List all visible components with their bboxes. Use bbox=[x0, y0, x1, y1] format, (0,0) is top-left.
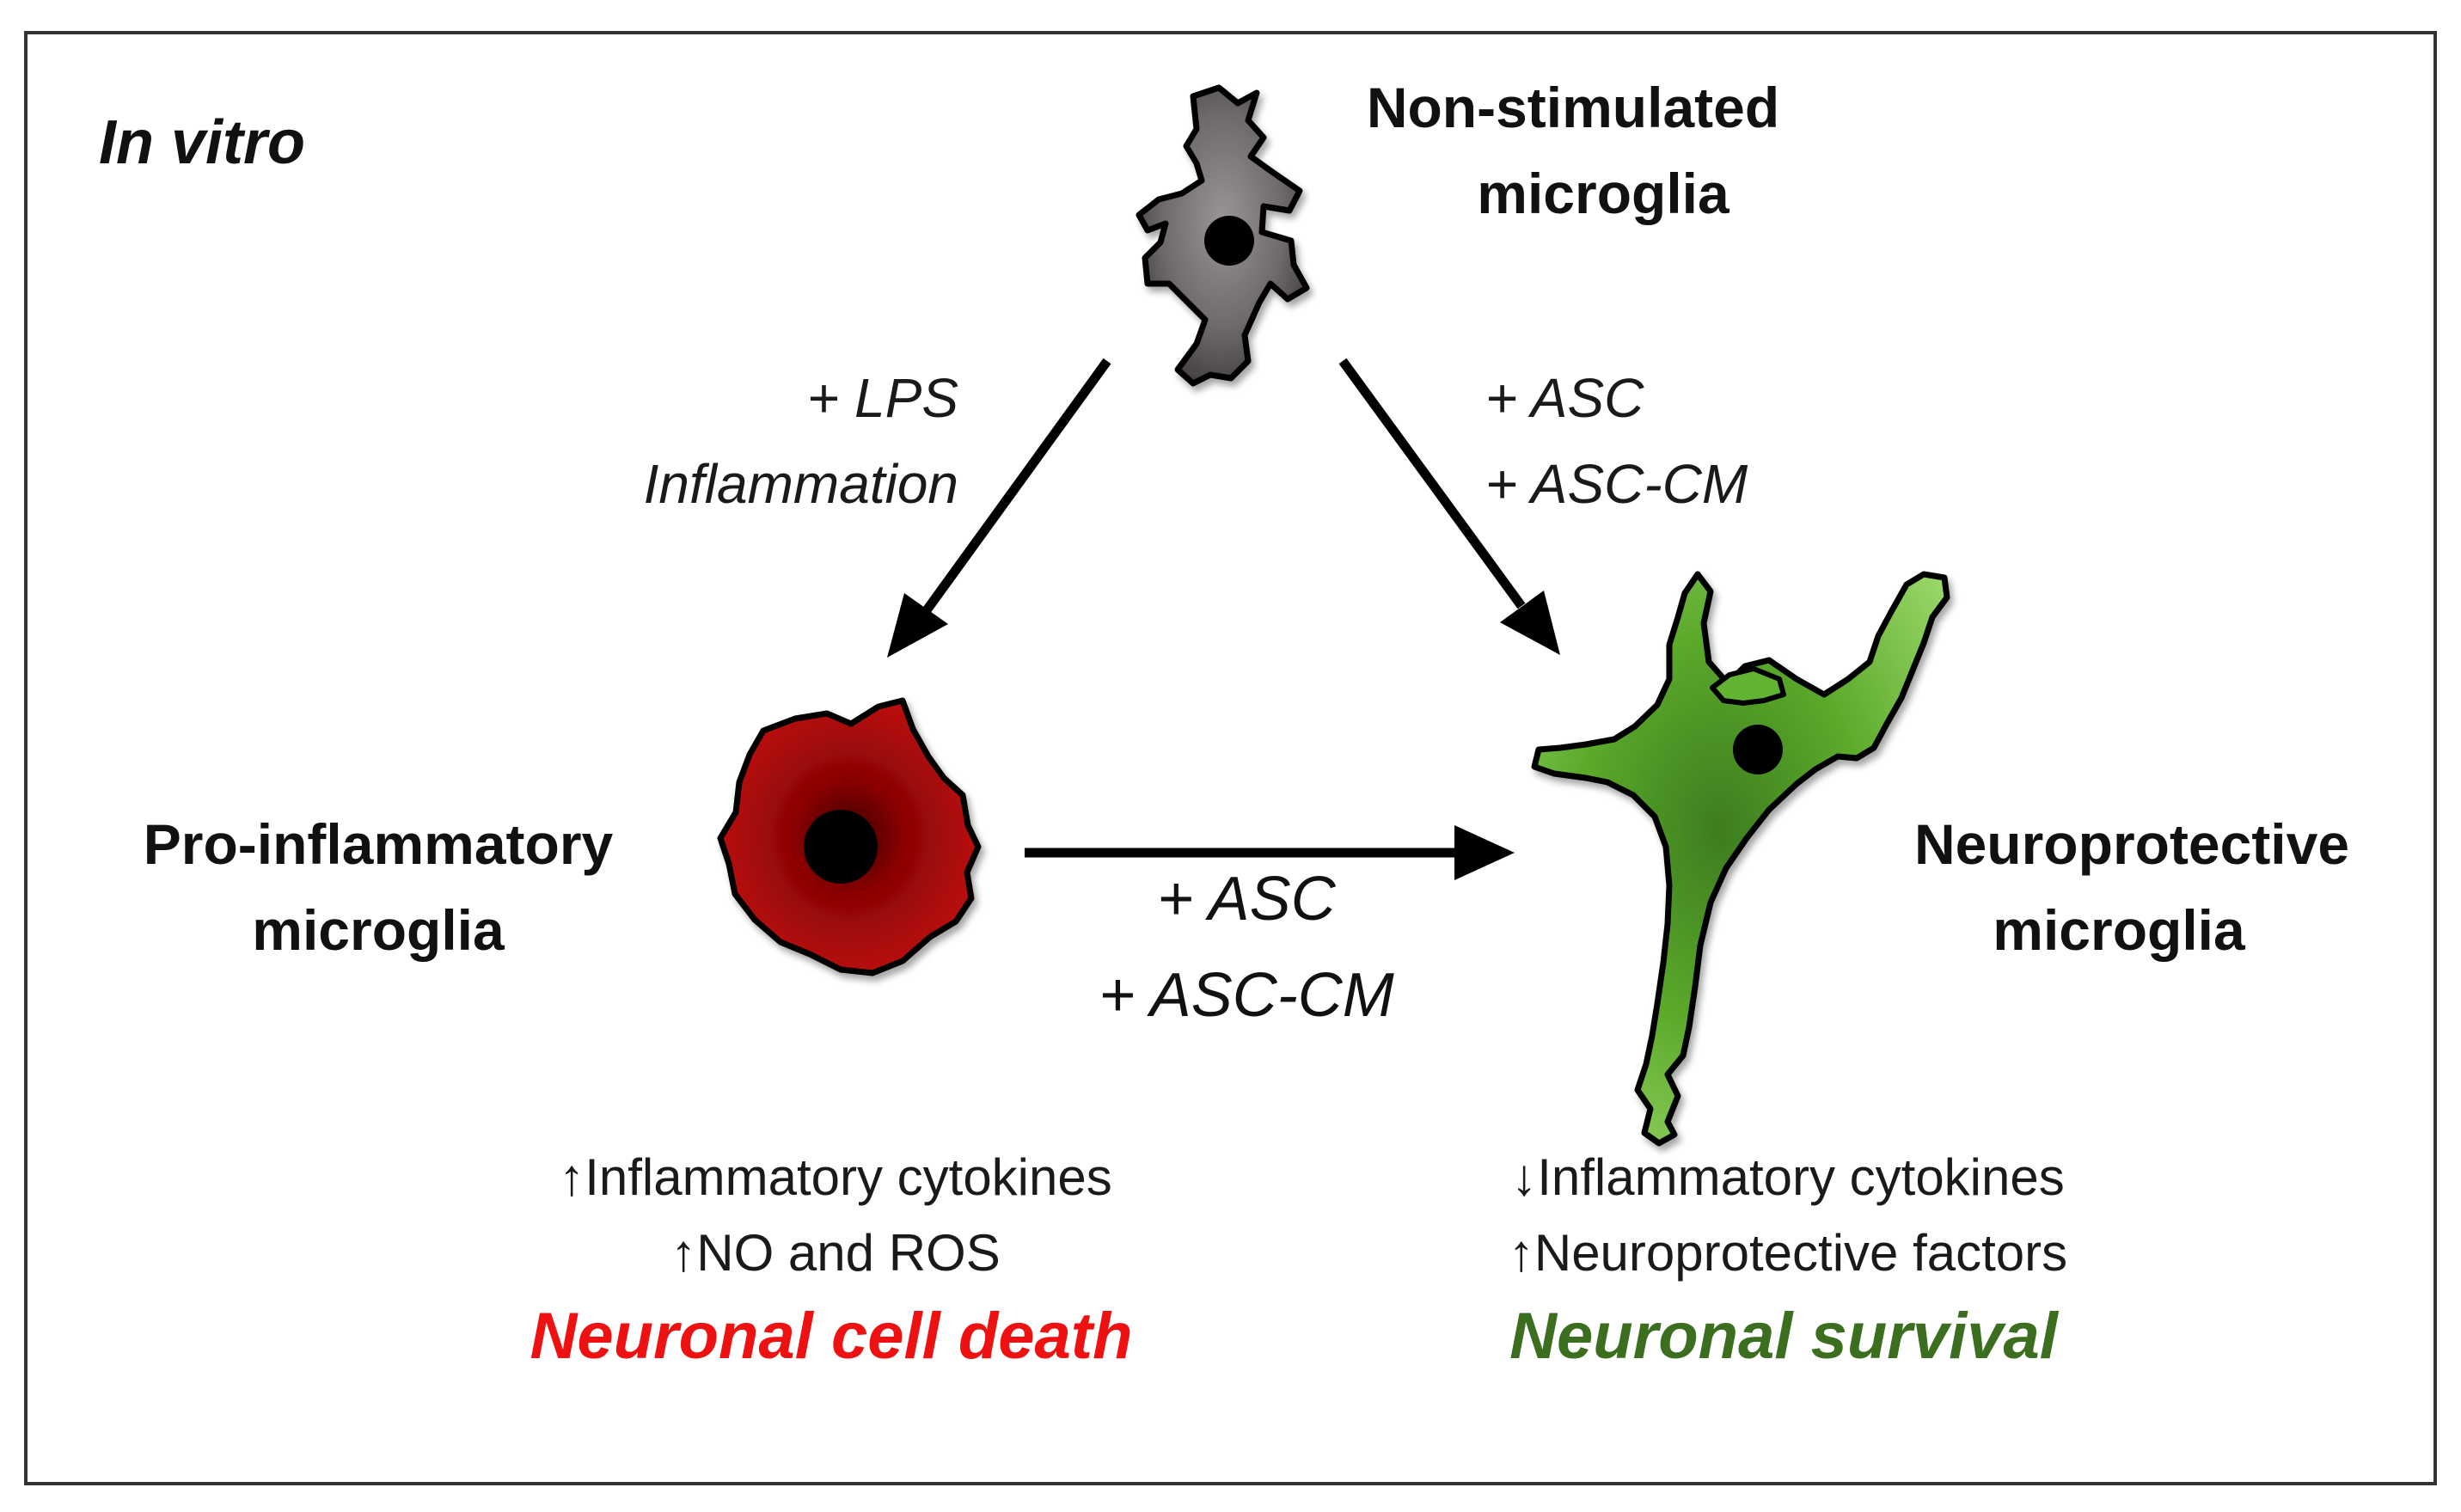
diagram-title: In vitro bbox=[99, 108, 305, 177]
right-effect-line1: ↓Inflammatory cytokines bbox=[1511, 1148, 2065, 1206]
down-arrow-icon: ↓ bbox=[1511, 1148, 1537, 1206]
lps-label-line2: Inflammation bbox=[644, 453, 958, 515]
arrow-to-pro-inflammatory bbox=[887, 358, 1111, 658]
right-effect-line2: ↑Neuroprotective factors bbox=[1509, 1224, 2067, 1282]
asc-bottom-label-line2: + ASC-CM bbox=[1099, 961, 1393, 1030]
lps-label-line1: + LPS bbox=[807, 367, 958, 429]
arrow-to-neuroprotective-top bbox=[1338, 358, 1560, 655]
left-effect-line1: ↑Inflammatory cytokines bbox=[559, 1148, 1112, 1206]
ramified-microglia-cell-icon bbox=[1531, 571, 1950, 1147]
pro-inflammatory-label-line2: microglia bbox=[252, 898, 505, 962]
resting-microglia-cell-icon bbox=[1136, 84, 1310, 387]
up-arrow-icon: ↑ bbox=[559, 1148, 585, 1206]
non-stimulated-label-line1: Non-stimulated bbox=[1367, 76, 1779, 139]
outcome-neuronal-cell-death: Neuronal cell death bbox=[530, 1300, 1132, 1373]
pro-inflammatory-label-line1: Pro-inflammatory bbox=[144, 812, 614, 876]
neuroprotective-label-line2: microglia bbox=[1993, 898, 2246, 962]
diagram-frame bbox=[24, 31, 2437, 1485]
up-arrow-icon: ↑ bbox=[670, 1224, 696, 1282]
asc-bottom-label-line1: + ASC bbox=[1157, 865, 1336, 934]
asc-top-label-line1: + ASC bbox=[1485, 367, 1644, 429]
left-effect-line2: ↑NO and ROS bbox=[670, 1224, 1000, 1282]
asc-top-label-line2: + ASC-CM bbox=[1485, 453, 1748, 515]
activated-microglia-cell-icon bbox=[717, 697, 982, 976]
non-stimulated-label-line2: microglia bbox=[1477, 162, 1730, 225]
outcome-neuronal-survival: Neuronal survival bbox=[1509, 1300, 2060, 1373]
arrow-pro-to-neuroprotective bbox=[1025, 825, 1515, 880]
up-arrow-icon: ↑ bbox=[1509, 1224, 1534, 1282]
neuroprotective-label-line1: Neuroprotective bbox=[1914, 812, 2349, 876]
